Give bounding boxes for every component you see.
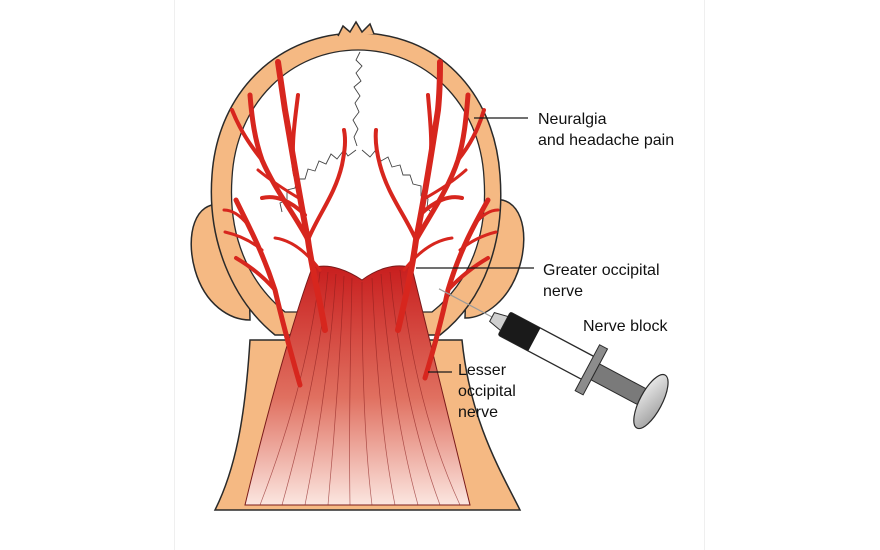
leader-lines [416,117,534,373]
syringe-needle [438,288,493,318]
lambdoid-suture-left [279,149,357,213]
syringe-fluid [498,312,541,352]
label-greater-occipital-nerve: Greater occipital nerve [543,262,660,300]
syringe [438,288,669,430]
sagittal-suture [352,51,363,147]
hair-tuft [337,20,375,37]
panel-divider-right [704,0,705,550]
panel-divider-left [174,0,175,550]
label-lesser-occipital-nerve: Lesser occipital nerve [458,362,516,421]
syringe-plunger-head [633,373,669,430]
muscle-fibers [259,269,461,506]
label-nerve-block: Nerve block [583,318,668,335]
trapezius-muscle [244,265,471,506]
occipital-nerves [222,59,500,388]
label-neuralgia-headache-pain: Neuralgia and headache pain [538,111,675,149]
